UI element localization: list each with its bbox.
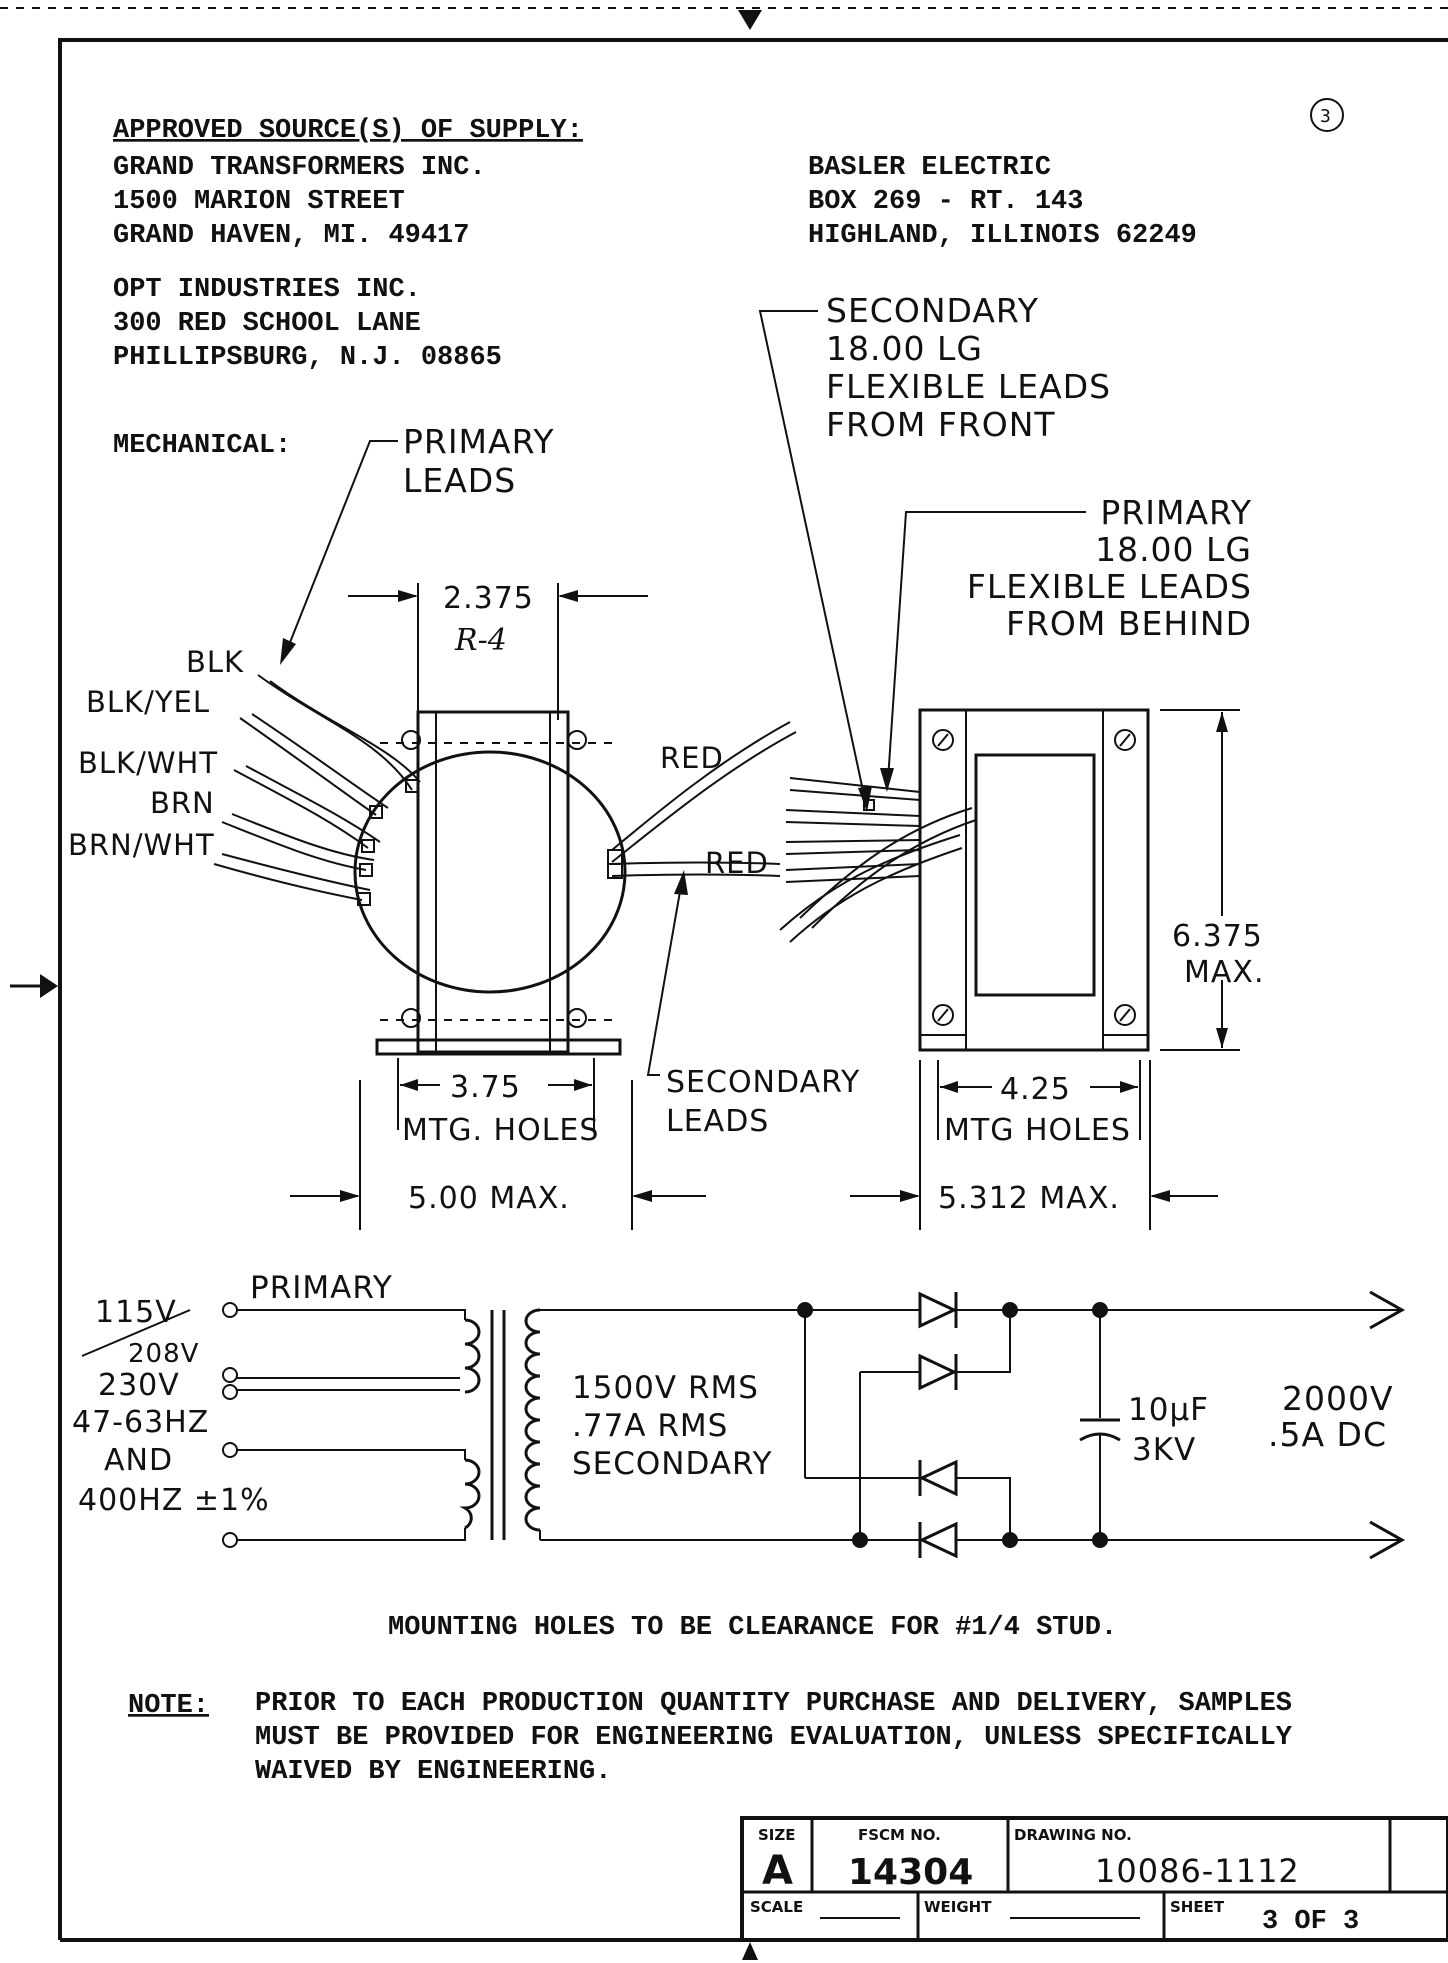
page-mark-circle	[1310, 98, 1344, 132]
size-label: SIZE	[758, 1826, 796, 1844]
vendor1-line3: GRAND HAVEN, MI. 49417	[113, 221, 469, 251]
sheet-label: SHEET	[1170, 1898, 1225, 1916]
primary-note-line2: 18.00 LG	[1095, 530, 1252, 569]
note-line2: MUST BE PROVIDED FOR ENGINEERING EVALUAT…	[255, 1723, 1293, 1753]
front-view: PRIMARY LEADS 2.375 R-4 BLK BLK/YEL BLK/…	[68, 422, 860, 1230]
notes: MOUNTING HOLES TO BE CLEARANCE FOR #1/4 …	[128, 1613, 1293, 1787]
capacitor-value: 10μF	[1128, 1392, 1209, 1428]
secondary-voltage: 1500V RMS	[572, 1370, 759, 1406]
secondary-note-line1: SECONDARY	[826, 291, 1039, 330]
dim-2375-hand: R-4	[454, 623, 507, 658]
secondary-note-line2: 18.00 LG	[826, 329, 983, 368]
vendor3-line2: BOX 269 - RT. 143	[808, 187, 1083, 217]
dim-425: 4.25	[1000, 1072, 1071, 1107]
input-400hz: 400HZ ±1%	[78, 1483, 270, 1518]
vendor2-line3: PHILLIPSBURG, N.J. 08865	[113, 343, 502, 373]
weight-label: WEIGHT	[924, 1898, 992, 1916]
output-voltage: 2000V	[1282, 1379, 1394, 1418]
diode-1	[918, 1291, 958, 1329]
lead-brn: BRN	[150, 786, 215, 820]
dim-6375-max: MAX.	[1184, 955, 1265, 990]
diode-4	[918, 1521, 958, 1559]
lead-blk-yel: BLK/YEL	[86, 685, 210, 719]
input-and: AND	[104, 1443, 173, 1478]
vendor3-line3: HIGHLAND, ILLINOIS 62249	[808, 221, 1197, 251]
mtg-holes-right: MTG HOLES	[944, 1113, 1131, 1148]
diode-3	[918, 1459, 958, 1497]
secondary-leads-line2: LEADS	[666, 1104, 769, 1139]
primary-leads-line1: PRIMARY	[403, 422, 555, 461]
primary-note-line4: FROM BEHIND	[1006, 604, 1252, 643]
mounting-note: MOUNTING HOLES TO BE CLEARANCE FOR #1/4 …	[388, 1613, 1117, 1643]
vendor2-line1: OPT INDUSTRIES INC.	[113, 275, 421, 305]
input-freq: 47-63HZ	[72, 1405, 209, 1440]
supply-sources: APPROVED SOURCE(S) OF SUPPLY: GRAND TRAN…	[113, 116, 1197, 373]
diode-2	[918, 1353, 958, 1391]
secondary-note-line4: FROM FRONT	[826, 405, 1056, 444]
secondary-label: SECONDARY	[572, 1446, 773, 1482]
red-label-1: RED	[660, 741, 724, 775]
output-current: .5A DC	[1268, 1415, 1387, 1454]
drawing-value: 10086-1112	[1095, 1852, 1300, 1890]
vendor2-line2: 300 RED SCHOOL LANE	[113, 309, 421, 339]
page-mark: 3	[1320, 106, 1331, 127]
lead-blk-wht: BLK/WHT	[78, 746, 218, 780]
vendor1-line1: GRAND TRANSFORMERS INC.	[113, 153, 486, 183]
dim-5312-max: 5.312 MAX.	[938, 1181, 1120, 1216]
note-line3: WAIVED BY ENGINEERING.	[255, 1757, 611, 1787]
input-230v: 230V	[98, 1368, 180, 1403]
fscm-value: 14304	[848, 1852, 973, 1893]
mechanical-label: MECHANICAL:	[113, 431, 291, 461]
primary-note-line1: PRIMARY	[1100, 493, 1252, 532]
primary-leads-line2: LEADS	[403, 461, 516, 500]
mtg-holes-left: MTG. HOLES	[402, 1113, 599, 1148]
primary-note-line3: FLEXIBLE LEADS	[967, 567, 1252, 606]
vendor3-line1: BASLER ELECTRIC	[808, 153, 1051, 183]
title-block: SIZE A FSCM NO. 14304 DRAWING NO. 10086-…	[740, 1816, 1448, 1942]
lead-blk: BLK	[186, 645, 244, 679]
schematic-primary-label: PRIMARY	[250, 1270, 393, 1306]
capacitor-voltage: 3KV	[1132, 1432, 1196, 1468]
bottom-center-marker	[742, 1942, 758, 1960]
lead-brn-wht: BRN/WHT	[68, 828, 215, 862]
top-center-marker	[738, 10, 762, 30]
side-view: SECONDARY 18.00 LG FLEXIBLE LEADS FROM F…	[758, 291, 1265, 1230]
terminal-208v	[222, 1367, 238, 1383]
sheet-value: 3 OF 3	[1262, 1907, 1359, 1937]
terminal-common-1	[222, 1442, 238, 1458]
drawing-label: DRAWING NO.	[1014, 1826, 1132, 1844]
input-115v: 115V	[95, 1295, 177, 1330]
schematic: PRIMARY 115V 208V 230V 47-63HZ AND 400HZ…	[72, 1270, 1406, 1560]
scale-label: SCALE	[750, 1898, 803, 1916]
note-label: NOTE:	[128, 1691, 209, 1721]
dim-2375: 2.375	[443, 581, 534, 616]
terminal-115v	[222, 1302, 238, 1318]
note-line1: PRIOR TO EACH PRODUCTION QUANTITY PURCHA…	[255, 1689, 1292, 1719]
secondary-current: .77A RMS	[572, 1408, 728, 1444]
input-208v: 208V	[128, 1339, 199, 1369]
size-value: A	[762, 1848, 793, 1894]
left-center-marker	[40, 974, 58, 998]
dim-375: 3.75	[450, 1070, 521, 1105]
terminal-common-2	[222, 1532, 238, 1548]
terminal-230v	[222, 1384, 238, 1400]
vendor1-line2: 1500 MARION STREET	[113, 187, 405, 217]
secondary-note-line3: FLEXIBLE LEADS	[826, 367, 1111, 406]
dim-6375: 6.375	[1172, 919, 1263, 954]
dim-500-max: 5.00 MAX.	[408, 1181, 570, 1216]
supply-heading: APPROVED SOURCE(S) OF SUPPLY:	[113, 116, 583, 146]
secondary-leads-line1: SECONDARY	[666, 1065, 860, 1100]
fscm-label: FSCM NO.	[858, 1826, 941, 1844]
